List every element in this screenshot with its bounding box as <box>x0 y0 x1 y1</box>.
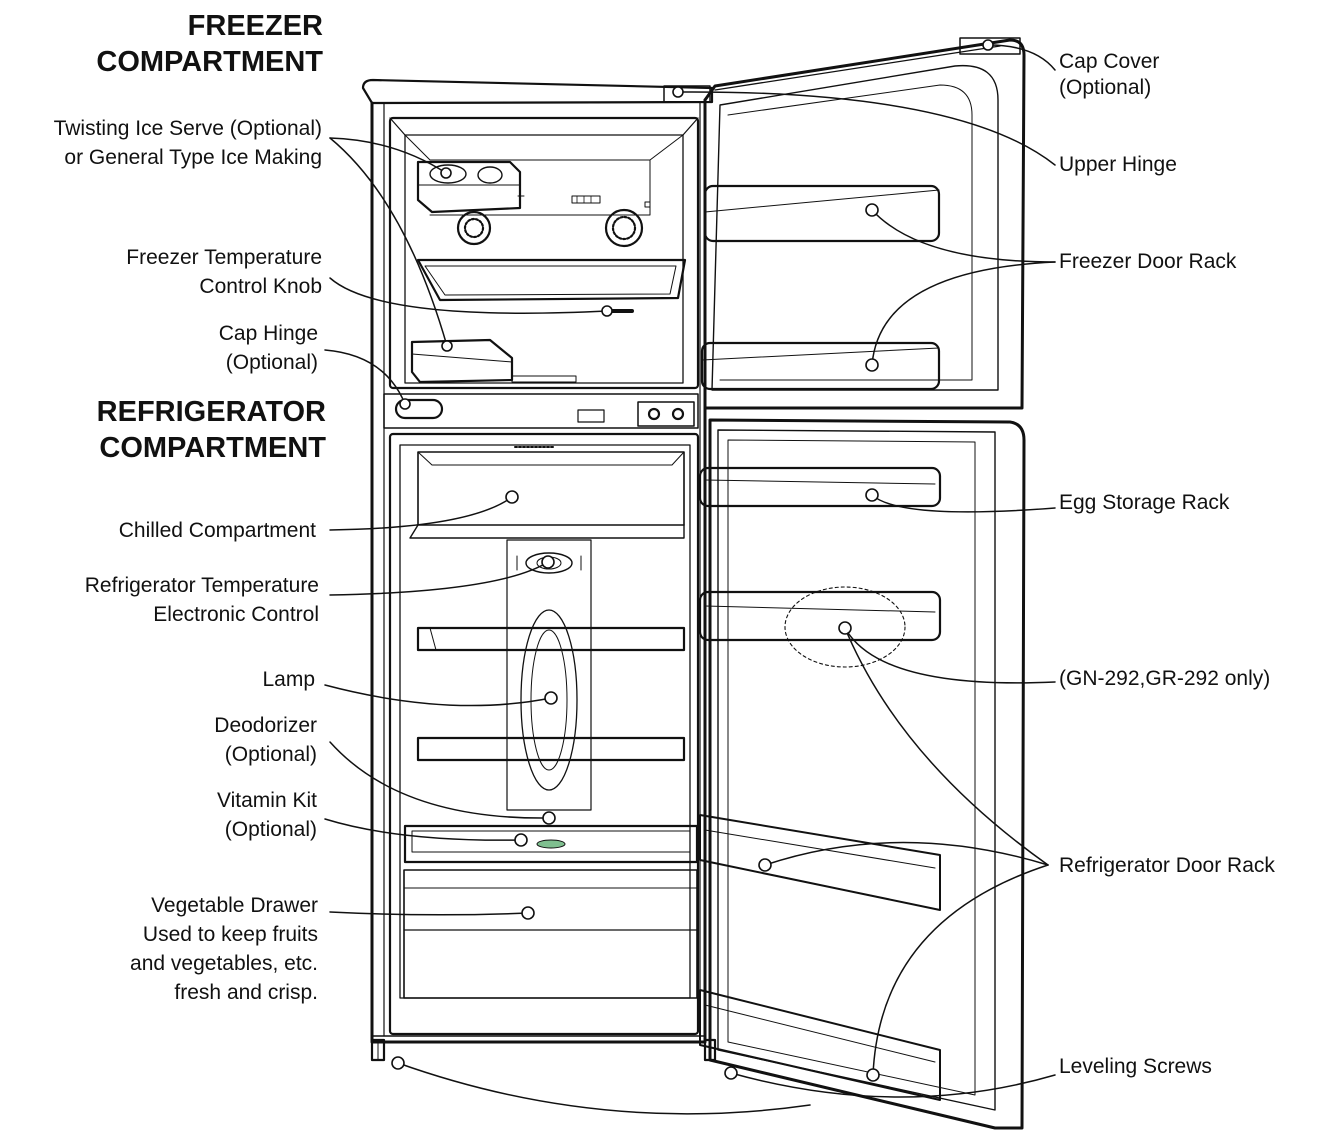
refrigerator-heading: REFRIGERATOR COMPARTMENT <box>97 394 326 466</box>
label-lamp: Lamp <box>262 665 315 694</box>
callout-dots <box>392 40 993 1081</box>
label-deodorizer: Deodorizer (Optional) <box>214 711 317 769</box>
freezer-door <box>664 38 1024 408</box>
cabinet-body <box>363 80 715 1060</box>
freezer-heading: FREEZER COMPARTMENT <box>96 8 323 80</box>
freezer-cavity <box>390 118 698 388</box>
label-vitamin-kit: Vitamin Kit (Optional) <box>217 786 317 844</box>
label-chilled-compartment: Chilled Compartment <box>119 516 316 545</box>
label-vegetable-drawer: Vegetable Drawer Used to keep fruits and… <box>130 891 318 1007</box>
label-refrigerator-control: Refrigerator Temperature Electronic Cont… <box>85 571 319 629</box>
label-leveling-screws: Leveling Screws <box>1059 1052 1212 1081</box>
refrigerator-heading-line1: REFRIGERATOR <box>97 394 326 430</box>
label-freezer-door-rack: Freezer Door Rack <box>1059 247 1236 276</box>
label-cap-hinge: Cap Hinge (Optional) <box>219 319 318 377</box>
refrigerator-cavity <box>390 434 698 1034</box>
freezer-heading-line1: FREEZER <box>96 8 323 44</box>
divider <box>384 394 698 428</box>
label-ice-serve: Twisting Ice Serve (Optional) or General… <box>54 114 322 172</box>
label-upper-hinge: Upper Hinge <box>1059 150 1177 179</box>
label-freezer-knob: Freezer Temperature Control Knob <box>126 243 322 301</box>
label-cap-cover: Cap Cover (Optional) <box>1059 49 1159 101</box>
label-egg-storage-rack: Egg Storage Rack <box>1059 488 1229 517</box>
freezer-heading-line2: COMPARTMENT <box>96 44 323 80</box>
refrigerator-heading-line2: COMPARTMENT <box>97 430 326 466</box>
label-refrigerator-door-rack: Refrigerator Door Rack <box>1059 851 1275 880</box>
label-model-note: (GN-292,GR-292 only) <box>1059 664 1270 693</box>
refrigerator-door <box>700 420 1024 1128</box>
